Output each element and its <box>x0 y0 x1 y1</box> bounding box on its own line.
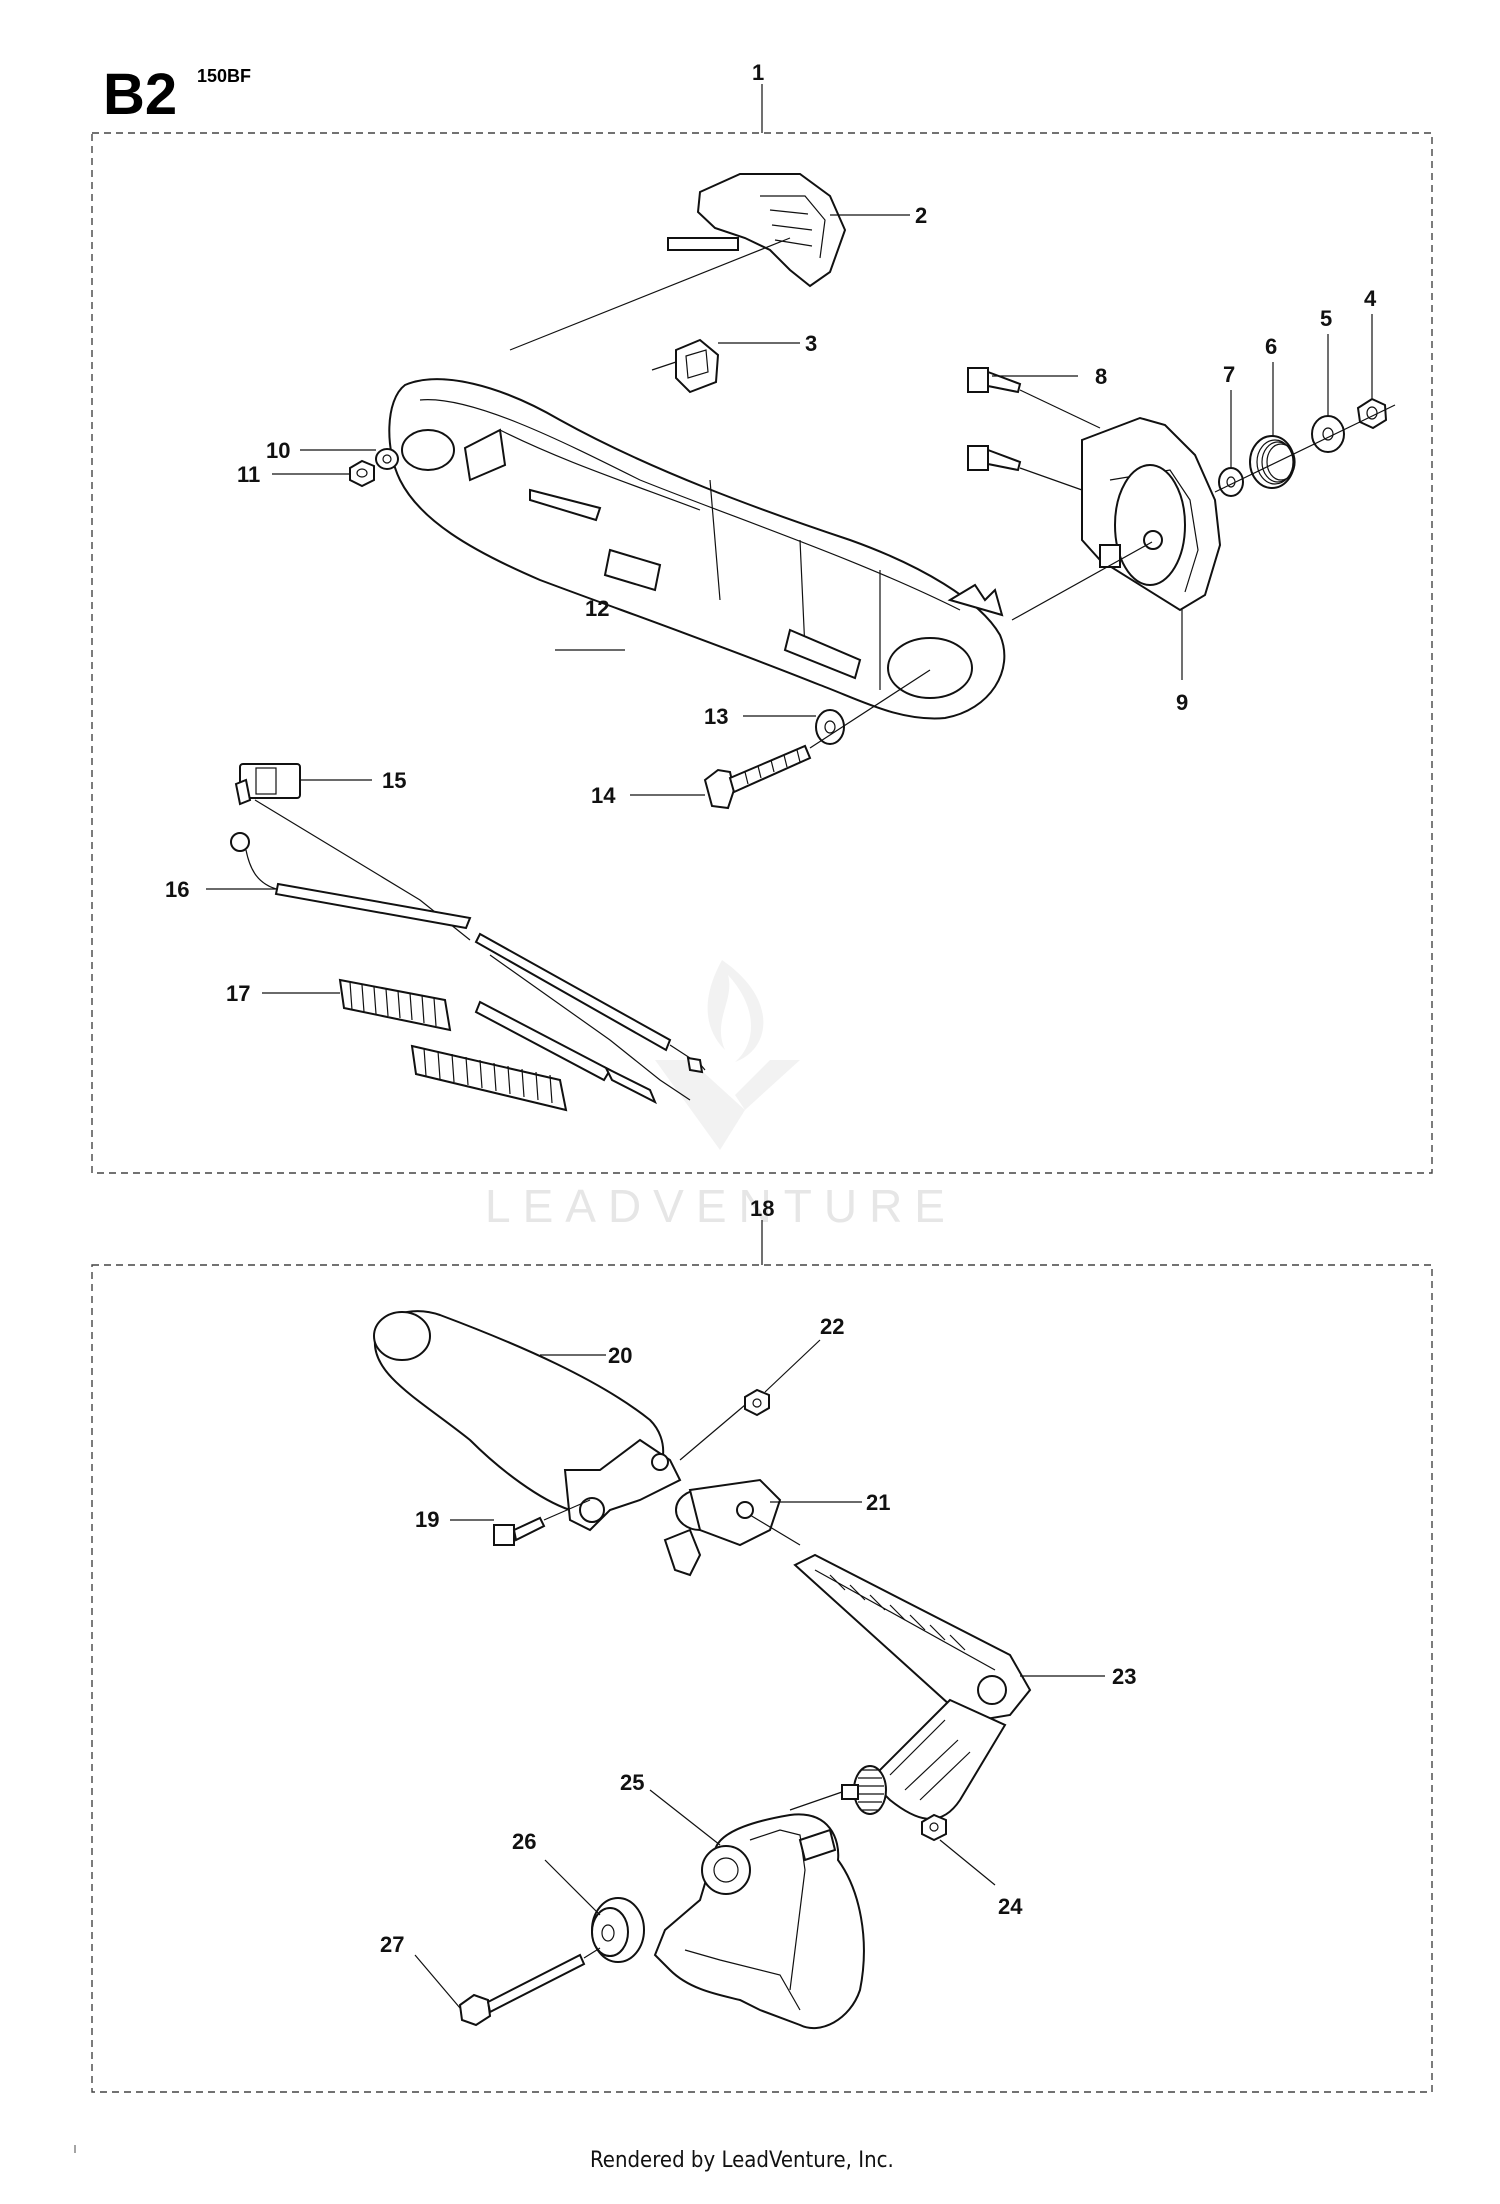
callout-20: 20 <box>608 1343 632 1368</box>
callout-14: 14 <box>591 783 616 808</box>
frame-assembly-1 <box>91 132 1433 1174</box>
part-10-washer <box>375 448 399 470</box>
page-model: 150BF <box>197 66 251 86</box>
callout-21: 21 <box>866 1490 890 1515</box>
frame-assembly-18 <box>91 1264 1433 2093</box>
callout-5: 5 <box>1320 306 1332 331</box>
part-2-bracket <box>667 173 847 288</box>
leader-8-axis-2 <box>1019 467 1083 491</box>
part-21-clamp <box>663 1478 782 1577</box>
part-26-knob <box>591 1897 645 1963</box>
footer-credit: Rendered by LeadVenture, Inc. <box>590 2148 894 2173</box>
part-15-connector <box>234 763 691 1101</box>
leader-12-axis <box>509 237 791 351</box>
callout-6: 6 <box>1265 334 1277 359</box>
callout-12: 12 <box>585 596 609 621</box>
callout-10: 10 <box>266 438 290 463</box>
part-7-washer <box>1218 467 1244 497</box>
callout-19: 19 <box>415 1507 439 1532</box>
callout-27: 27 <box>380 1932 404 1957</box>
part-11-nut <box>349 459 375 488</box>
part-20-grip <box>373 1310 682 1532</box>
leader-22 <box>764 1339 821 1393</box>
part-14-bolt <box>703 744 812 810</box>
part-8-screw-lower <box>967 445 1022 472</box>
part-5-washer <box>1311 415 1345 453</box>
callout-9: 9 <box>1176 690 1188 715</box>
part-12-handle <box>388 378 1006 720</box>
leader-27 <box>414 1954 461 2009</box>
leader-22-axis <box>679 1404 746 1461</box>
callout-3: 3 <box>805 331 817 356</box>
callout-13: 13 <box>704 704 728 729</box>
callout-23: 23 <box>1112 1664 1136 1689</box>
part-8-screw-upper <box>967 367 1022 394</box>
leader-25-axis <box>789 1791 843 1811</box>
part-3-block <box>675 338 720 394</box>
leader-3b <box>651 361 677 371</box>
part-27-bolt <box>458 1953 586 2027</box>
part-16-cable <box>230 832 706 1074</box>
callout-7: 7 <box>1223 362 1235 387</box>
callout-25: 25 <box>620 1770 644 1795</box>
leader-19-axis <box>543 1499 591 1521</box>
callout-1: 1 <box>752 60 764 85</box>
callout-2: 2 <box>915 203 927 228</box>
part-17-spring <box>338 978 657 1112</box>
part-22-nut <box>744 1388 770 1417</box>
callout-26: 26 <box>512 1829 536 1854</box>
callout-17: 17 <box>226 981 250 1006</box>
callout-16: 16 <box>165 877 189 902</box>
callout-24: 24 <box>998 1894 1023 1919</box>
leader-9-axis <box>1011 541 1153 621</box>
leader-24 <box>939 1839 996 1886</box>
leader-21-axis <box>749 1514 801 1546</box>
part-23-gear <box>841 1765 887 1815</box>
leader-8-axis <box>1019 389 1101 429</box>
part-24-nut <box>921 1813 947 1842</box>
part-23-lever <box>793 1553 1032 1820</box>
leader-27-axis <box>583 1947 601 1959</box>
part-25-housing <box>653 1813 865 2030</box>
callout-11: 11 <box>237 462 260 487</box>
leader-4-axis <box>1214 404 1396 493</box>
page-code: B2 <box>103 62 177 127</box>
callout-4: 4 <box>1364 286 1377 311</box>
callout-18: 18 <box>750 1196 774 1221</box>
callout-22: 22 <box>820 1314 844 1339</box>
leader-14-axis <box>809 669 931 749</box>
part-13-washer <box>815 709 845 745</box>
callout-15: 15 <box>382 768 406 793</box>
watermark-logo <box>655 960 800 1150</box>
part-4-nut <box>1356 397 1388 430</box>
leader-26 <box>544 1859 601 1916</box>
callout-8: 8 <box>1095 364 1107 389</box>
part-6-spring <box>1249 435 1296 489</box>
watermark-text: LEADVENTURE <box>485 1180 957 1232</box>
callout-labels: 1 2 3 4 5 6 7 8 9 10 11 12 13 14 15 16 1… <box>165 60 1377 1957</box>
leader-25 <box>649 1789 721 1846</box>
part-19-screw <box>493 1516 546 1546</box>
part-9-plate <box>1081 416 1222 612</box>
